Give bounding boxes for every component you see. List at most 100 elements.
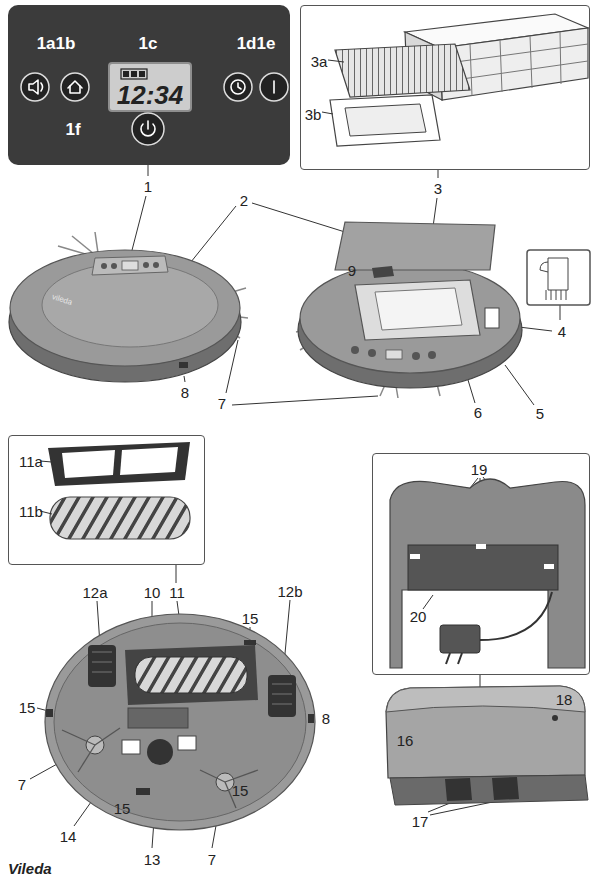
cleaning-tool-inset: [556, 290, 557, 300]
battery-bar: [123, 71, 129, 77]
callout-number: 8: [181, 385, 189, 400]
brand-name: vileda: [51, 293, 73, 307]
cleaning-tool-inset: [548, 258, 568, 290]
callout-number: 12a: [82, 585, 107, 600]
robot-bottom-view: [122, 740, 140, 754]
robot-bottom-view: [125, 645, 258, 705]
robot-bottom-view: [92, 662, 112, 663]
cleaning-tool-inset: [540, 262, 548, 272]
filter-illustration: [345, 104, 426, 136]
callout-number: 19: [471, 462, 488, 477]
home-button: [61, 73, 89, 101]
robot-bottom-view: [46, 709, 53, 717]
button-ring: [260, 73, 288, 101]
battery-bar: [131, 71, 137, 77]
callout-number: 20: [410, 609, 427, 624]
robot-bottom-view: [308, 714, 314, 723]
button-glyph: [41, 83, 43, 91]
robot-open-lid: [296, 222, 522, 398]
dock-rear-illustration: [410, 554, 420, 559]
cleaning-tool-inset: [546, 290, 547, 300]
callout-number: 16: [397, 733, 414, 748]
robot-bottom-view: [92, 672, 112, 673]
cleaning-tool-inset: [561, 290, 562, 300]
callout-number: 3b: [305, 107, 322, 122]
robot-bottom-view: [88, 645, 116, 687]
robot-top-view: [153, 262, 159, 268]
robot-bottom-view: [62, 730, 95, 745]
callout-number: 10: [144, 585, 161, 600]
robot-bottom-view: [45, 614, 315, 830]
button-glyph: [231, 80, 245, 94]
filter-illustration: [330, 95, 440, 146]
filter-illustration: [322, 112, 333, 114]
robot-bottom-view: [135, 657, 247, 693]
robot-open-lid: [372, 266, 394, 278]
robot-open-lid: [428, 351, 436, 359]
callout-number: 1f: [65, 121, 80, 138]
lcd-display: 12:34: [108, 62, 192, 112]
robot-top-view: [42, 263, 218, 347]
robot-bottom-view: [272, 694, 292, 695]
button-ring: [61, 73, 89, 101]
dock-rear-illustration: [440, 625, 480, 653]
callout-number: 7: [18, 777, 26, 792]
inset-frame: 3a3b: [300, 5, 590, 170]
robot-bottom-view: [244, 640, 256, 645]
brush-illustration: [40, 442, 190, 539]
callout-number: 15: [242, 611, 259, 626]
button-glyph: [273, 81, 275, 93]
robot-top-view: [111, 263, 117, 269]
callout-number: 4: [558, 324, 566, 339]
filter-illustration: [322, 14, 588, 146]
robot-bottom-view: [78, 745, 95, 772]
leader-line: [176, 565, 177, 583]
battery-icon: [121, 69, 147, 79]
robot-open-lid: [485, 308, 499, 328]
callout-number: 8: [322, 711, 330, 726]
robot-top-view: [92, 256, 168, 275]
leader-line: [505, 365, 534, 405]
robot-open-lid: [386, 350, 402, 359]
leader-line: [480, 675, 481, 688]
dock-rear-illustration: [446, 653, 450, 664]
start-button: [260, 73, 288, 101]
filter-illustration: [441, 44, 588, 64]
callout-number: 7: [208, 852, 216, 867]
callout-number: 11a: [19, 454, 43, 469]
leader-line: [252, 203, 345, 232]
cleaning-tool-inset: [527, 250, 590, 305]
sound-button: [21, 73, 49, 101]
dock-rear-illustration: [458, 653, 462, 664]
charging-dock: [492, 777, 519, 800]
robot-bottom-view: [128, 708, 188, 728]
robot-bottom-view: [268, 675, 296, 717]
callout-number: 15: [232, 783, 249, 798]
robot-bottom-view: [147, 739, 173, 765]
filter-illustration: [328, 60, 344, 62]
dock-rear-illustration: [390, 479, 585, 668]
callout-number: 1d1e: [237, 35, 276, 52]
robot-top-view: [72, 236, 94, 254]
filter-illustration: [500, 40, 502, 92]
dock-rear-illustration: [476, 544, 486, 549]
brand-logo: Vileda: [8, 861, 52, 876]
robot-bottom-view: [225, 770, 258, 782]
robot-top-view: [95, 232, 98, 253]
callout-number: 11b: [19, 504, 43, 519]
button-ring: [21, 73, 49, 101]
inset-frame: 1920: [372, 453, 590, 675]
callout-number: 3: [434, 181, 442, 196]
leader-line: [184, 376, 185, 382]
callout-number: 15: [114, 801, 131, 816]
button-ring: [224, 73, 252, 101]
battery-icon: [120, 67, 160, 83]
callout-number: 1c: [139, 35, 158, 52]
button-ring: [132, 113, 164, 145]
robot-bottom-view: [136, 788, 150, 795]
charging-dock: [386, 686, 585, 778]
dock-rear-illustration: [408, 545, 558, 590]
robot-top-view: [179, 362, 188, 368]
leader-line: [148, 165, 149, 176]
brush-illustration: [50, 497, 190, 539]
